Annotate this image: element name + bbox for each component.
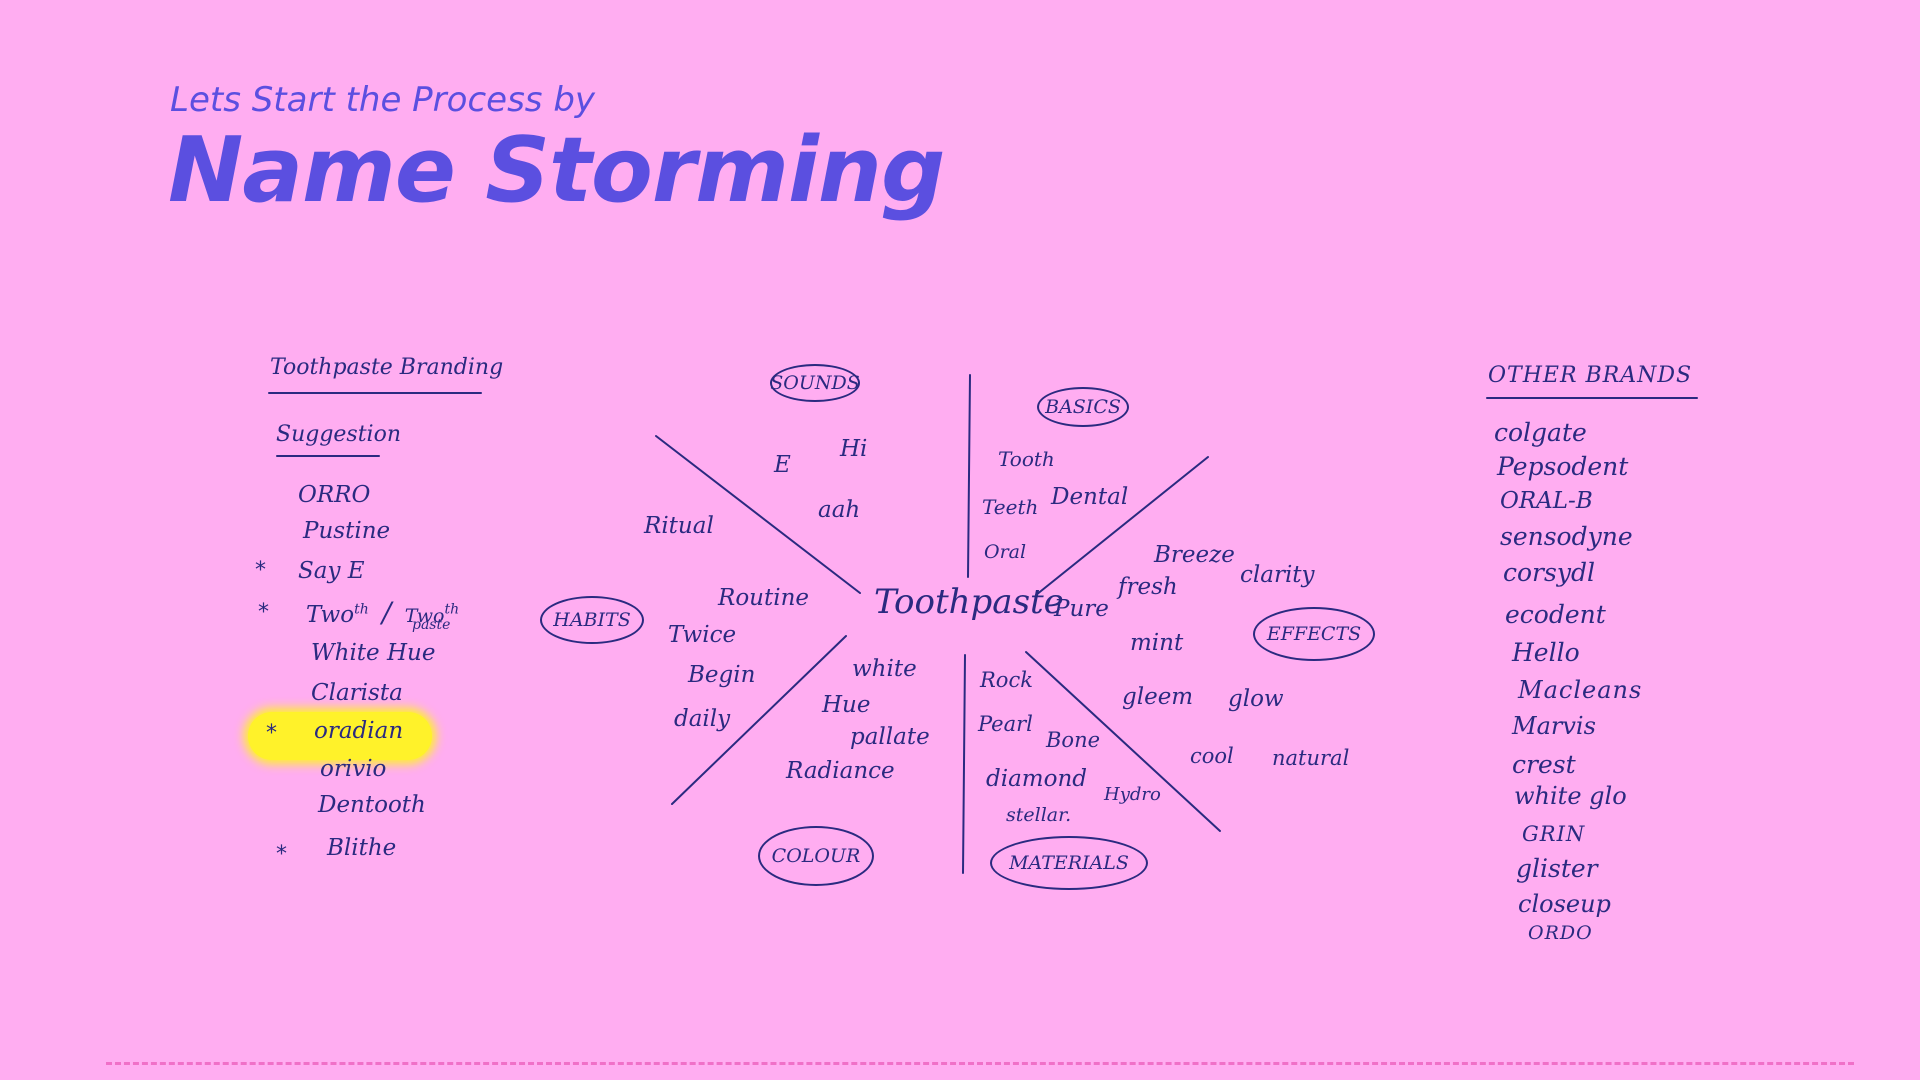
suggestion-item: ORRO [298,482,371,508]
mindmap-word: white [852,656,917,682]
mindmap-word: Oral [984,541,1027,563]
page-subtitle: Lets Start the Process by [170,80,596,120]
suggestion-word: Two [306,602,355,628]
mindmap-word: Twice [668,622,737,648]
category-effects: EFFECTS [1253,607,1375,661]
mindmap-word: glow [1228,686,1284,712]
suggestion-item: Say E [298,558,365,584]
mindmap-word: clarity [1240,562,1315,588]
suggestion-slash: / [382,596,392,629]
suggestion-item: Blithe [327,835,397,861]
mindmap-word: Pearl [978,712,1033,736]
mindmap-word: daily [674,706,731,732]
suggestion-item: orivio [320,756,387,782]
category-habits: HABITS [540,596,644,644]
divider-line [655,435,861,594]
star-icon: * [258,600,269,625]
brand-item: colgate [1494,418,1587,447]
brand-item: Pepsodent [1497,452,1629,481]
mindmap-word: Radiance [786,758,895,784]
bottom-dashed-rule [106,1062,1854,1065]
highlight-marker [248,712,432,760]
suggestion-item: Clarista [311,680,403,706]
star-icon: * [266,721,277,746]
brand-item: sensodyne [1500,522,1633,551]
mindmap-word: stellar. [1006,804,1072,826]
suggestion-word: Two [404,605,445,627]
mindmap-word: pallate [850,724,930,750]
mindmap-word: diamond [986,766,1087,792]
suggestion-item-highlighted: oradian [314,718,404,744]
left-heading-underline [268,392,482,394]
mindmap-word: Tooth [998,447,1055,471]
mindmap-word: Rock [980,668,1033,692]
suggestion-item-two: Twoth / Twoth [306,596,459,629]
mindmap-center: Toothpaste [874,582,1064,622]
mindmap-word: Breeze [1154,542,1235,568]
star-icon: * [255,558,266,583]
suggestion-superscript: th [444,601,460,618]
star-icon: * [276,842,287,867]
divider-line [962,654,966,874]
mindmap-word: Hi [840,436,868,462]
mindmap-word: Begin [688,662,756,688]
brand-item: closeup [1518,890,1611,918]
suggestion-superscript: th [354,601,369,618]
divider-line [671,635,847,805]
brand-item: Marvis [1512,712,1596,740]
mindmap-word: Teeth [982,495,1039,519]
mindmap-word: E [774,452,791,478]
brand-item: ecodent [1505,600,1606,629]
suggestion-item: Pustine [303,518,391,544]
brand-item: Hello [1512,638,1580,667]
category-basics: BASICS [1037,387,1129,427]
mindmap-word: natural [1272,746,1350,770]
suggestion-note: paste [412,617,451,633]
left-subheading-underline [276,455,380,457]
suggestion-item: White Hue [311,640,436,666]
divider-line [967,374,971,578]
divider-line [1035,456,1209,596]
mindmap-word: Hue [822,692,871,718]
brand-item: crest [1512,750,1576,779]
right-heading: OTHER BRANDS [1488,363,1693,388]
mindmap-word: Dental [1051,484,1129,510]
page-title: Name Storming [168,118,945,223]
mindmap-word: mint [1130,630,1184,656]
mindmap-word: gleem [1122,684,1194,710]
mindmap-word: aah [818,497,861,523]
brand-item: ORAL-B [1500,488,1593,514]
suggestion-item: Dentooth [318,792,426,818]
mindmap-word: fresh [1118,574,1178,600]
brand-item: glister [1516,854,1598,883]
mindmap-word: Bone [1046,728,1101,752]
category-materials: MATERIALS [990,836,1148,890]
mindmap-word: cool [1190,744,1234,768]
brand-item: white glo [1514,782,1627,810]
left-subheading: Suggestion [276,422,402,447]
divider-line [1025,651,1221,832]
category-colour: COLOUR [758,826,874,886]
left-heading: Toothpaste Branding [270,355,504,380]
brand-item: GRIN [1522,822,1586,846]
category-sounds: SOUNDS [770,364,860,402]
mindmap-word: Routine [718,585,810,611]
brand-item: corsydl [1503,558,1595,587]
mindmap-word: Pure [1054,596,1109,622]
brand-item: ORDO [1528,922,1593,944]
mindmap-word: Hydro [1104,784,1161,805]
mindmap-word: Ritual [644,513,714,539]
brand-item: Macleans [1518,676,1643,704]
right-heading-underline [1486,397,1698,399]
